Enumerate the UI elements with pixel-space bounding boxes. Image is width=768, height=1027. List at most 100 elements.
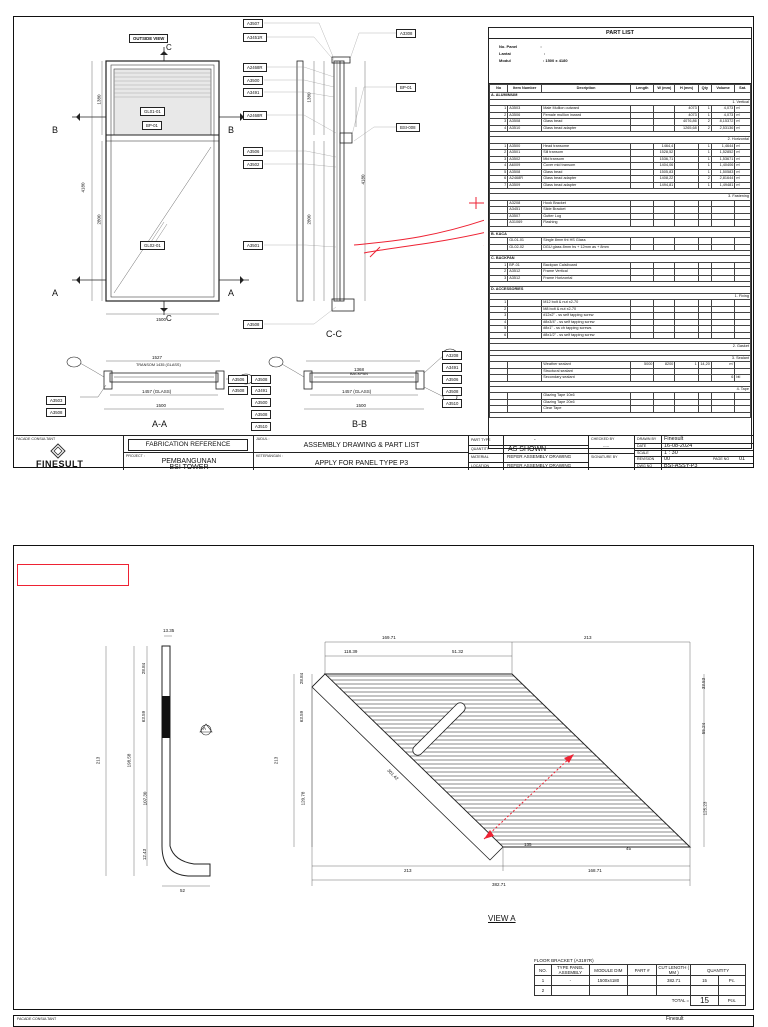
left-dim-total: 213 — [95, 756, 101, 765]
spacer-row — [489, 380, 751, 387]
spacer-row — [489, 188, 751, 194]
cell: Decription — [541, 84, 631, 93]
table-row: 2 — [534, 985, 747, 996]
right-dim-top-right: 213 — [584, 635, 592, 640]
drawn-by-value: Finesult — [661, 436, 683, 443]
aa-tag-right-1: A3506 — [228, 375, 249, 384]
bb-tag-left-3: A3500 — [251, 398, 272, 407]
cell: 1. Vertical — [489, 98, 751, 106]
elevation-width-dim: 1500 — [156, 317, 167, 322]
header-cell: MODULE DIM — [588, 964, 628, 976]
floor-bracket-table: FLOOR BRACKET (A3197R) NO. TYPE PANEL AS… — [534, 958, 747, 1006]
cell — [489, 411, 751, 418]
date-value: 16-08-2024 — [661, 442, 692, 450]
table-row: 5#8x1" - ss ch tapping screws — [488, 325, 751, 333]
right-dim-right-c: 125.23 — [702, 801, 708, 816]
cell: 8,15372 — [710, 118, 736, 126]
judul-label: JUDUL : — [256, 437, 270, 441]
cell: 4073 — [674, 105, 699, 113]
page-no-label: PAGE NO — [713, 457, 730, 462]
total-unit: Pcs. — [717, 995, 747, 1006]
material-label: MATERIAL — [471, 455, 489, 459]
judul-cell: JUDUL : ASSEMBLY DRAWING & PART LIST — [254, 436, 469, 453]
cell — [489, 188, 751, 194]
header-cell: QUANTITY — [690, 964, 746, 976]
dwg-no-value: BSI-ASSY-P3 — [661, 463, 697, 470]
project-line1: PEMBANGUNAN — [161, 458, 217, 465]
angle-a: 135 — [524, 842, 532, 847]
bb-dim-top: 1368 — [354, 367, 365, 372]
fab-ref-cell: FABRICATION REFERENCE — [124, 436, 254, 453]
spacer-row — [489, 131, 751, 137]
right-dim-left-total: 213 — [273, 756, 279, 765]
elevation-height-dim: 4180 — [80, 182, 86, 193]
cell: 15 — [690, 975, 719, 986]
spacer-row — [489, 338, 751, 344]
outside-view-label: OUTSIDE VIEW — [129, 34, 169, 43]
cc-dim-a: 1380 — [306, 92, 312, 103]
right-dim-bottom-total: 382.71 — [492, 882, 506, 887]
glass-upper-tag: GL01-01 — [140, 107, 165, 116]
checked-by-label: CHECKED BY — [591, 437, 615, 441]
bb-tag-right-2: A3491 — [442, 363, 463, 372]
bracket-detail-sheet: 13.35 28.84 63.59 107.30 12.43 213 198.5… — [13, 545, 754, 1010]
drawing-info-cell: DRAWN BY Finesult DATE 16-08-2024 SCALE … — [635, 436, 753, 470]
aa-dim-bottom: 1500 — [156, 403, 167, 408]
project-cell: PROJECT : PEMBANGUNAN BSI TOWER — [124, 453, 254, 471]
cell: 1 — [488, 105, 509, 113]
part-list-table: PART LIST No. Panel : Lantai : Modul : 1… — [488, 27, 752, 449]
aa-dim-top-note: TRANSOM 1435 (GLASS) — [136, 363, 181, 367]
dwg-no-label: DWG NO — [637, 464, 653, 469]
cell — [588, 985, 628, 996]
judul-value: ASSEMBLY DRAWING & PART LIST — [303, 442, 420, 449]
total-label: TOTAL = — [671, 998, 690, 1004]
section-b-mark-right: B — [228, 125, 235, 135]
bb-tag-right-5: A3510 — [442, 399, 463, 408]
cc-tag-right-2: BP-01 — [396, 83, 416, 92]
bracket-header-row: NO. TYPE PANEL ASSEMBLY MODULE DIM PART … — [534, 964, 746, 976]
elevation-upper-dim: 1380 — [96, 94, 102, 105]
bb-dim-bottom: 1500 — [356, 403, 367, 408]
next-sheet-partial: FACADE CONSULTANT Finesult — [13, 1015, 754, 1027]
right-dim-bottom-a: 213 — [404, 868, 412, 873]
cc-tag-right-3: BSI-008 — [396, 123, 420, 132]
bb-dim-top-note: BACKPAN — [350, 372, 368, 376]
meta-value: : — [540, 44, 542, 49]
right-dim-left-c: 120.78 — [300, 791, 306, 806]
scale-value: 1 : 30 — [661, 449, 678, 457]
aa-tag-left-1: A3503 — [46, 396, 67, 405]
section-b-mark-left: B — [52, 125, 59, 135]
red-annotation-box — [17, 564, 129, 586]
date-label: DATE — [637, 443, 647, 448]
total-row: TOTAL = 15 Pcs. — [535, 995, 747, 1006]
left-dim-overall: 198.58 — [126, 753, 132, 768]
cell: 2 — [488, 111, 509, 119]
cell: 1500x4180 — [588, 975, 628, 986]
cell: A. ALUMINIUM — [489, 92, 751, 100]
checked-by-value: ----- — [603, 444, 610, 448]
material-value: REFER ASSEMBLY DRAWING — [503, 453, 571, 462]
bracket-detail-drawing — [105, 635, 705, 887]
meta-value: : — [543, 51, 546, 56]
left-dim-d4: 12.43 — [142, 848, 148, 861]
total-value: 15 — [690, 995, 719, 1006]
drawn-by-label: DRAWN BY — [637, 437, 657, 441]
header-cell: TYPE PANEL ASSEMBLY — [550, 964, 590, 976]
cell — [489, 250, 751, 256]
cell: 14,20 — [697, 361, 712, 369]
cell: Pc. — [717, 975, 747, 986]
cc-tag-1: A3507 — [243, 19, 264, 28]
cell: 4076,86 — [674, 118, 699, 126]
section-a-mark-right: A — [228, 288, 235, 298]
cell: m' — [734, 111, 751, 119]
right-dim-top-a: 118.39 — [344, 649, 358, 654]
spacer-row — [489, 250, 751, 256]
cc-tag-2: A3451R — [243, 33, 267, 42]
cc-tag-right-1: A3308 — [396, 29, 417, 38]
